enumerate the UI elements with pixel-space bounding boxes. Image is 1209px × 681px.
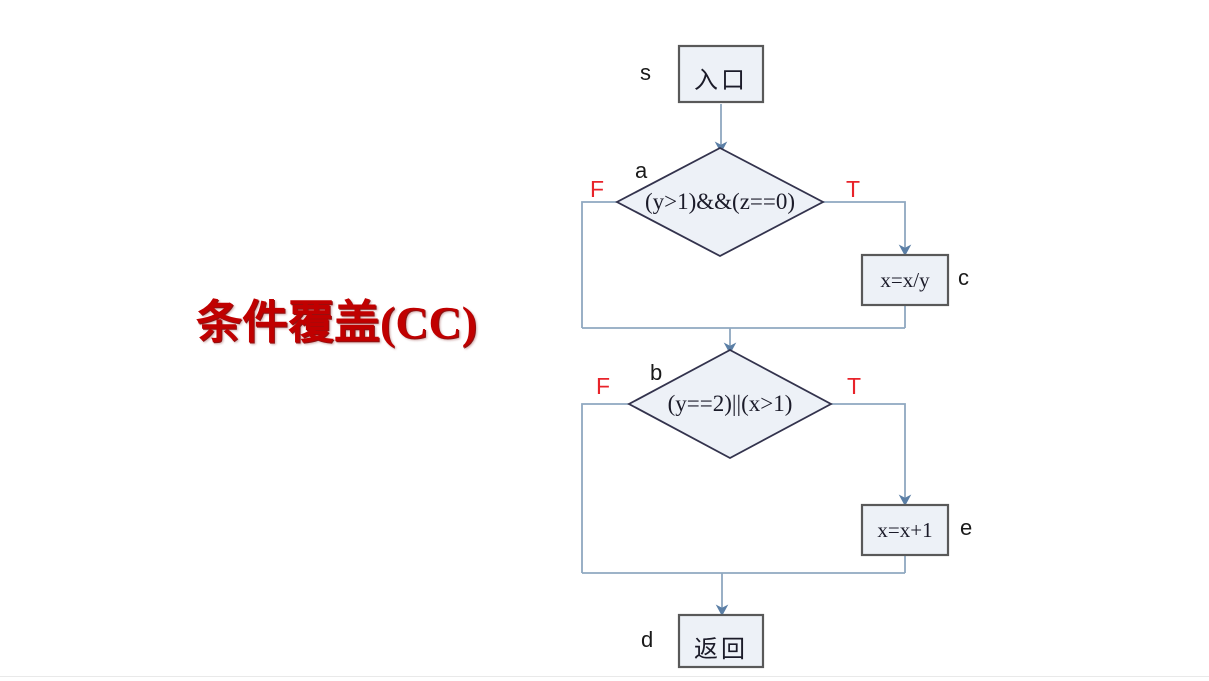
node-label-b: b: [650, 360, 663, 385]
edge-b-false: [581, 403, 629, 573]
node-entry-text: 入口: [694, 68, 748, 94]
node-decision-b: [627, 348, 833, 460]
branch-label-a-false: F: [590, 176, 605, 202]
node-decision-b-text: (y==2)||(x>1): [667, 391, 793, 416]
edge-a-true-to-c: [823, 201, 912, 257]
branch-label-b-false: F: [596, 373, 611, 399]
node-entry-box: [677, 44, 765, 104]
edge-a-false: [581, 201, 617, 328]
node-label-e: e: [960, 515, 973, 540]
node-label-d: d: [641, 627, 654, 652]
node-label-a: a: [635, 158, 648, 183]
canvas-bottom-edge: [0, 676, 1209, 677]
node-return-text: 返回: [694, 637, 748, 663]
node-return-box: [677, 613, 765, 669]
branch-label-b-true: T: [847, 373, 862, 399]
node-decision-a-text: (y>1)&&(z==0): [644, 189, 796, 214]
node-decision-a: [615, 146, 825, 258]
node-process-e: [860, 503, 950, 557]
node-process-c-text: x=x/y: [880, 268, 930, 292]
node-label-s: s: [640, 60, 651, 85]
page-title: 条件覆盖(CC): [196, 297, 478, 348]
node-process-e-text: x=x+1: [877, 518, 933, 542]
branch-label-a-true: T: [846, 176, 861, 202]
node-label-c: c: [958, 265, 969, 290]
node-process-c: [860, 253, 950, 307]
edge-b-true-to-e: [831, 403, 912, 507]
